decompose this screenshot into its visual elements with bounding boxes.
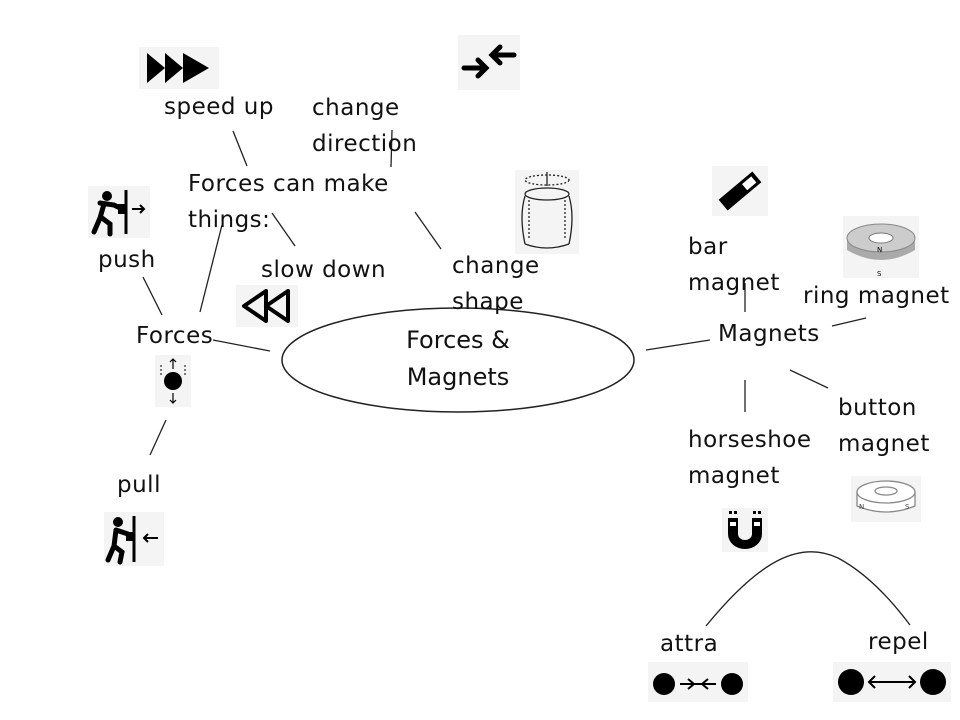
ring-magnet-icon: NS xyxy=(843,216,919,278)
can-make-line-1: Forces can make xyxy=(188,171,389,197)
center-line-1: Forces & xyxy=(406,326,510,354)
can-make-line-2: things: xyxy=(188,207,271,233)
change-direction-line-1: change xyxy=(312,95,400,121)
button-magnet-line-2: magnet xyxy=(838,431,930,457)
gravity-ball-icon xyxy=(155,355,191,407)
repel-icon xyxy=(833,662,951,702)
center-topic: Forces & Magnets xyxy=(340,322,576,396)
svg-text:S: S xyxy=(877,270,882,278)
pull-icon xyxy=(104,512,164,566)
connector xyxy=(199,224,223,313)
label-change-direction: change direction xyxy=(312,90,417,162)
label-forces: Forces xyxy=(136,323,214,349)
label-ring-magnet: ring magnet xyxy=(803,283,950,309)
svg-text:N: N xyxy=(877,246,882,254)
label-attract: attra xyxy=(660,631,719,657)
label-repel: repel xyxy=(868,629,929,655)
change-shape-line-1: change xyxy=(452,253,540,279)
button-magnet-line-1: button xyxy=(838,395,917,421)
connector xyxy=(831,317,867,327)
svg-text:S: S xyxy=(905,503,910,511)
label-forces-can-make: Forces can make things: xyxy=(188,166,389,238)
connector xyxy=(149,419,167,456)
label-change-shape: change shape xyxy=(452,248,540,320)
connector xyxy=(142,276,163,316)
push-icon xyxy=(88,186,150,238)
center-line-2: Magnets xyxy=(406,363,510,391)
connector xyxy=(390,129,393,168)
label-button-magnet: button magnet xyxy=(838,390,930,462)
label-slow-down: slow down xyxy=(261,257,387,283)
change-shape-line-2: shape xyxy=(452,289,524,315)
bar-magnet-icon xyxy=(712,166,768,216)
label-magnets: Magnets xyxy=(718,321,820,347)
bar-magnet-line-2: magnet xyxy=(688,270,780,296)
label-push: push xyxy=(98,247,156,273)
label-bar-magnet: bar magnet xyxy=(688,229,780,301)
change-direction-line-2: direction xyxy=(312,131,418,157)
connector xyxy=(271,212,296,247)
attract-icon xyxy=(648,662,748,702)
center-ellipse xyxy=(281,307,635,413)
rewind-icon xyxy=(236,285,298,327)
converging-arrows-icon xyxy=(458,35,520,90)
squash-cylinder-icon xyxy=(515,170,579,254)
svg-text:N: N xyxy=(859,503,864,511)
bar-magnet-line-1: bar xyxy=(688,234,728,260)
fast-forward-icon xyxy=(139,47,219,89)
label-pull: pull xyxy=(117,472,161,498)
horseshoe-magnet-line-2: magnet xyxy=(688,463,780,489)
connector xyxy=(414,211,442,250)
horseshoe-magnet-icon xyxy=(722,508,768,552)
horseshoe-magnet-line-1: horseshoe xyxy=(688,427,812,453)
connector xyxy=(232,130,248,167)
connector xyxy=(789,369,829,389)
connector xyxy=(212,339,271,352)
connector xyxy=(645,339,711,351)
attract-repel-arc xyxy=(705,551,911,627)
label-horseshoe-magnet: horseshoe magnet xyxy=(688,422,812,494)
label-speed-up: speed up xyxy=(164,94,274,120)
